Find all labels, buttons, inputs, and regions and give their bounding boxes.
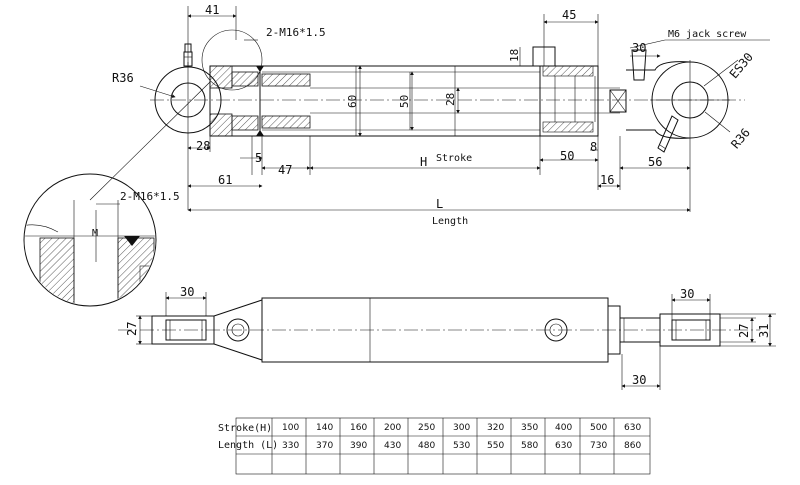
rod-gland-right — [532, 46, 599, 137]
length-cell: 330 — [282, 441, 299, 451]
dim-27-right: 27 — [737, 324, 751, 338]
dim-50: 50 — [398, 95, 411, 108]
length-cell: 480 — [418, 441, 435, 451]
stroke-cell: 200 — [384, 423, 401, 433]
length-cell: 630 — [555, 441, 572, 451]
left-pin-bore — [226, 318, 250, 342]
piston-gland — [261, 73, 311, 129]
grease-fitting-right — [657, 115, 679, 153]
dim-31: 31 — [757, 324, 771, 338]
stroke-cell: 350 — [521, 423, 538, 433]
dim-61: 61 — [218, 173, 232, 187]
dim-jack-screw: M6 jack screw — [668, 29, 747, 40]
stroke-length-table: Stroke(H) Length (L) 100 140 160 200 250… — [218, 417, 651, 475]
dim-r36-left: R36 — [112, 71, 134, 85]
dim-47: 47 — [278, 163, 292, 177]
length-cell: 730 — [590, 441, 607, 451]
detail-port-thread: 2-M16*1.5 — [120, 190, 180, 203]
cylinder-head-left — [209, 65, 264, 137]
top-view: 41 2-M16*1.5 45 M6 jack screw 30 ES30 R3… — [89, 3, 770, 227]
length-cell: 530 — [453, 441, 470, 451]
stroke-cell: 160 — [350, 423, 367, 433]
dim-l: L — [436, 197, 443, 211]
detail-callout-circle — [201, 29, 263, 91]
detail-view: 2-M16*1.5 M — [23, 173, 180, 307]
dim-28-rod: 28 — [444, 93, 457, 106]
dim-16: 16 — [600, 173, 614, 187]
stroke-cell: 100 — [282, 423, 299, 433]
right-port-circle — [544, 318, 568, 342]
dim-es30: ES30 — [727, 50, 756, 81]
dim-30-right: 30 — [680, 287, 694, 301]
bottom-view: 30 27 30 27 31 30 — [118, 285, 776, 390]
table-row-stroke-label: Stroke(H) — [218, 423, 272, 434]
rod-end-right — [609, 49, 691, 139]
stroke-cell: 140 — [316, 423, 333, 433]
dim-port-thread: 2-M16*1.5 — [266, 26, 326, 39]
dim-h: H — [420, 155, 427, 169]
right-end-clevis — [659, 313, 721, 347]
stroke-cell: 400 — [555, 423, 572, 433]
dim-60: 60 — [346, 95, 359, 108]
dim-30-bottom: 30 — [632, 373, 646, 387]
dim-18: 18 — [508, 49, 521, 62]
length-cell: 390 — [350, 441, 367, 451]
dim-8: 8 — [590, 140, 597, 154]
detail-mark: M — [92, 228, 98, 239]
table-row-length-label: Length (L) — [218, 440, 278, 451]
length-cell: 370 — [316, 441, 333, 451]
stroke-cell: 320 — [487, 423, 504, 433]
dim-45: 45 — [562, 8, 576, 22]
dim-r36-right: R36 — [728, 126, 753, 152]
dim-41: 41 — [205, 3, 219, 17]
dim-50-bottom: 50 — [560, 149, 574, 163]
detail-leader — [89, 81, 211, 201]
stroke-cell: 250 — [418, 423, 435, 433]
stroke-cell: 300 — [453, 423, 470, 433]
dim-stroke-label: Stroke — [436, 153, 472, 164]
length-cell: 550 — [487, 441, 504, 451]
dim-28-left: 28 — [196, 139, 210, 153]
length-cell: 860 — [624, 441, 641, 451]
length-cell: 580 — [521, 441, 538, 451]
dim-5: 5 — [255, 151, 262, 165]
dim-56: 56 — [648, 155, 662, 169]
dim-30-left: 30 — [180, 285, 194, 299]
stroke-cell: 630 — [624, 423, 641, 433]
dim-27-left: 27 — [125, 322, 139, 336]
length-cell: 430 — [384, 441, 401, 451]
dim-30-top: 30 — [632, 41, 646, 55]
stroke-cell: 500 — [590, 423, 607, 433]
dim-length-label: Length — [432, 216, 468, 227]
